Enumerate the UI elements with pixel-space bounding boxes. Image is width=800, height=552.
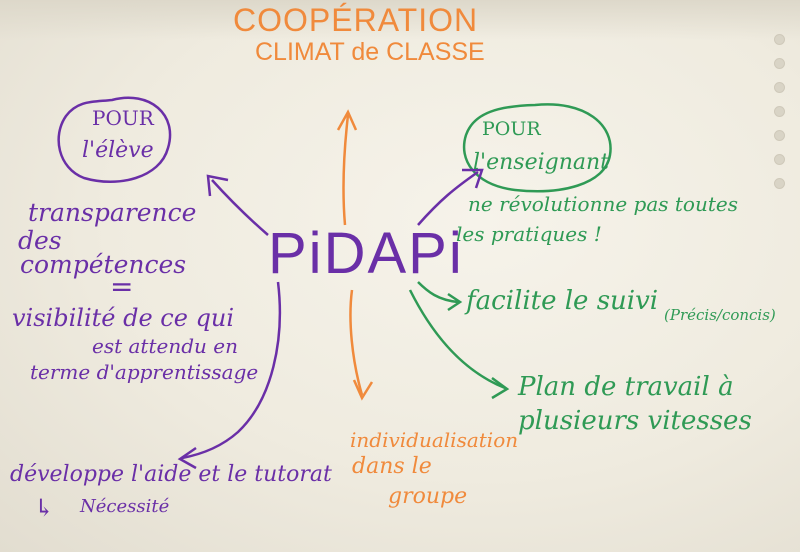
arrow-up-orange <box>342 114 350 226</box>
arrow-plan <box>408 289 506 390</box>
arrow-down-orange <box>349 289 364 396</box>
eleve-pour: POUR <box>92 106 154 130</box>
binder-hole <box>774 178 785 189</box>
binder-hole <box>774 130 785 141</box>
arrow-suivi-head <box>447 292 463 312</box>
arrow-down-orange-head <box>352 379 374 401</box>
arrow-enseignant-head <box>462 168 484 189</box>
binder-hole <box>774 154 785 165</box>
individualisation-line3: groupe <box>388 484 468 509</box>
binder-hole <box>774 106 785 117</box>
pidapi-center: PiDAPi <box>268 221 464 286</box>
arrow-enseignant <box>417 170 479 226</box>
note1-line1: ne révolutionne pas toutes <box>468 192 738 216</box>
arrow-aide-head <box>177 446 197 470</box>
note1-line2: les pratiques ! <box>456 222 602 246</box>
climat-title: CLIMAT de CLASSE <box>255 38 485 66</box>
eleve-bubble <box>57 96 172 183</box>
left-line1: transparence <box>28 198 197 227</box>
binder-hole <box>774 34 785 45</box>
left-line3: compétences <box>20 250 187 279</box>
binder-hole <box>774 58 785 69</box>
note3-line2: plusieurs vitesses <box>518 406 752 436</box>
left-line6: terme d'apprentissage <box>30 360 259 384</box>
left-line5: est attendu en <box>92 334 238 358</box>
arrow-suivi <box>417 281 459 304</box>
paper-shadow <box>0 0 800 40</box>
note2-sub: (Précis/concis) <box>664 306 776 324</box>
arrow-eleve <box>211 179 269 236</box>
necessite-arrow: ↳ <box>34 494 55 522</box>
arrow-eleve-head <box>206 174 229 197</box>
necessite-label: Nécessité <box>80 496 170 517</box>
left-line4: visibilité de ce qui <box>12 304 235 332</box>
aide-line: développe l'aide et le tutorat <box>10 462 332 487</box>
enseignant-pour: POUR <box>482 118 541 140</box>
individualisation-line2: dans le <box>352 454 432 479</box>
arrow-aide <box>181 281 282 460</box>
binder-hole <box>774 82 785 93</box>
eleve-label: l'élève <box>82 138 154 163</box>
cooperation-title: COOPÉRATION <box>233 2 479 38</box>
left-eq: = <box>110 270 134 303</box>
arrow-up-orange-head <box>336 109 358 131</box>
enseignant-bubble <box>462 103 612 193</box>
note3-line1: Plan de travail à <box>518 372 734 402</box>
arrow-plan-head <box>491 376 510 400</box>
individualisation-line1: individualisation <box>350 428 519 452</box>
enseignant-label: l'enseignant <box>473 150 609 175</box>
left-line2: des <box>18 226 62 255</box>
note2-main: facilite le suivi <box>466 286 659 316</box>
